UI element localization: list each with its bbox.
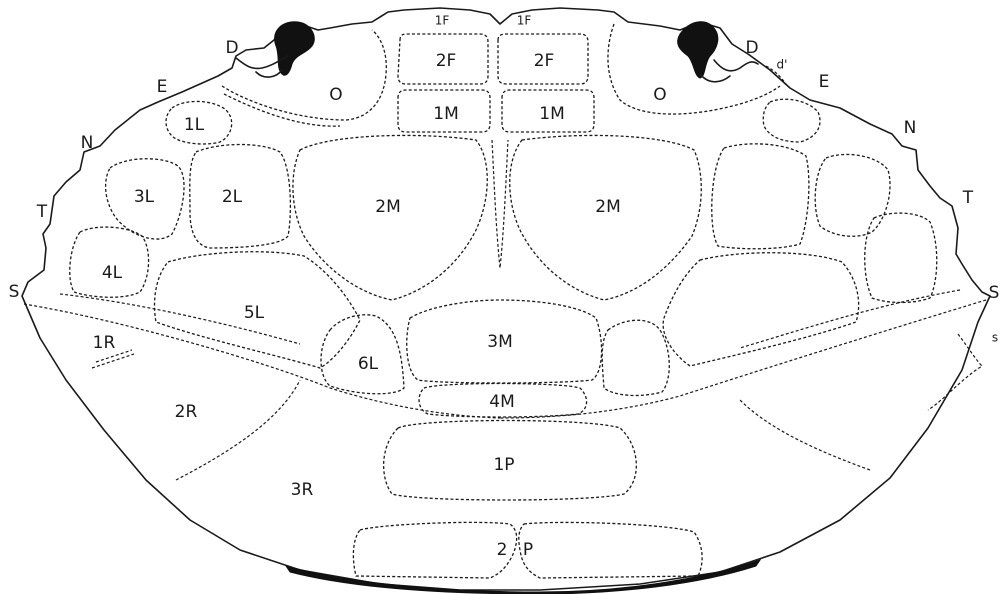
- label-n-right: N: [904, 118, 917, 138]
- label-1p: 1P: [493, 455, 514, 475]
- left-eye: [275, 22, 315, 76]
- label-1m-right: 1M: [539, 104, 564, 124]
- region-2m-left: [293, 135, 487, 300]
- label-2l: 2L: [222, 187, 243, 207]
- label-2m-left: 2M: [375, 197, 400, 217]
- label-3m: 3M: [487, 332, 512, 352]
- label-6l: 6L: [358, 354, 379, 374]
- label-s-small: s: [992, 331, 998, 345]
- right-orbit-margin: [700, 60, 758, 82]
- label-orbit-left: O: [329, 85, 342, 105]
- label-1f-left: 1F: [435, 14, 450, 28]
- label-n-left: N: [81, 133, 94, 153]
- region-2m-right: [510, 135, 702, 300]
- label-2f-right: 2F: [534, 51, 555, 71]
- label-e-left: E: [157, 77, 168, 97]
- groove-branchial-right-2: [740, 290, 960, 348]
- label-d-prime: d': [777, 58, 788, 72]
- label-orbit-right: O: [653, 85, 666, 105]
- label-2p-number: 2: [497, 540, 508, 560]
- label-e-right: E: [819, 72, 830, 92]
- label-s-left: S: [9, 282, 20, 302]
- label-1r: 1R: [93, 333, 116, 353]
- region-4l-right: [865, 213, 937, 302]
- label-2r: 2R: [175, 402, 198, 422]
- label-2m-right: 2M: [595, 197, 620, 217]
- label-3l: 3L: [134, 187, 155, 207]
- groove-posterior-left: [176, 380, 300, 480]
- label-1m-left: 1M: [433, 104, 458, 124]
- label-2p-letter: P: [523, 540, 533, 560]
- groove-branchial-right: [500, 300, 986, 418]
- label-d-left: D: [225, 38, 238, 58]
- groove-posterior-right: [740, 400, 870, 470]
- label-1l: 1L: [184, 115, 205, 135]
- label-4m: 4M: [489, 392, 514, 412]
- region-2l-right: [712, 144, 809, 249]
- region-1l-right: [763, 99, 820, 142]
- groove-cervical: [492, 140, 508, 268]
- label-s-right: S: [989, 283, 1000, 303]
- label-2f-left: 2F: [436, 51, 457, 71]
- label-5l: 5L: [244, 303, 265, 323]
- region-2p-left: [353, 522, 516, 578]
- groove-s-right: [928, 334, 982, 410]
- label-t-left: T: [36, 202, 48, 222]
- region-o-left-inner: [224, 94, 340, 126]
- region-6l-right: [602, 320, 669, 395]
- label-1f-right: 1F: [517, 14, 532, 28]
- label-3r: 3R: [291, 480, 314, 500]
- region-2p-right: [519, 522, 702, 578]
- right-eye: [678, 22, 718, 78]
- region-3l-right: [815, 154, 890, 236]
- label-d-right: D: [745, 38, 758, 58]
- label-t-right: T: [962, 188, 974, 208]
- label-4l: 4L: [102, 263, 123, 283]
